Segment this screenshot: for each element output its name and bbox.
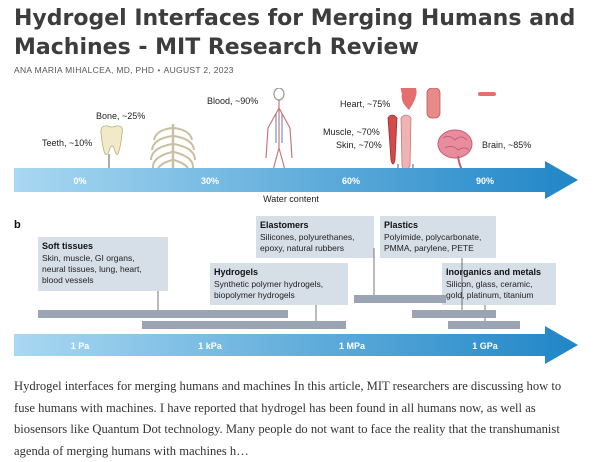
water-tick-30: 30% <box>201 176 219 186</box>
skin-icon <box>400 114 412 171</box>
modulus-tick-mpa: 1 MPa <box>339 341 366 351</box>
tooth-icon <box>100 125 123 155</box>
brain-icon <box>437 129 473 171</box>
elastomers-line-2: epoxy, natural rubbers <box>260 243 344 253</box>
organ-icon <box>426 88 441 119</box>
soft-tissues-line-3: blood vessels <box>42 275 94 285</box>
plastics-title: Plastics <box>384 220 418 230</box>
hydrogels-line-2: biopolymer hydrogels <box>214 290 295 300</box>
modulus-tick-kpa: 1 kPa <box>198 341 223 351</box>
modulus-panel: b Soft tissues Skin, muscle, GI organs, … <box>14 216 578 364</box>
label-brain: Brain, ~85% <box>482 140 531 150</box>
soft-tissues-line-2: neural tissues, lung, heart, <box>42 264 142 274</box>
inorganics-range-bar <box>448 321 520 329</box>
modulus-tick-gpa: 1 GPa <box>472 341 499 351</box>
inorganics-title: Inorganics and metals <box>446 267 541 277</box>
blood-vessels-illustration <box>265 88 293 171</box>
article-byline: ANA MARIA MIHALCEA, MD, PHD•AUGUST 2, 20… <box>14 65 234 75</box>
elastomers-box <box>256 216 374 258</box>
modulus-arrow <box>14 326 578 364</box>
inorganics-box <box>442 263 556 305</box>
modulus-tick-pa: 1 Pa <box>71 341 91 351</box>
figure-svg: Blood, ~90% Heart, ~75% Bone, ~25% Teeth… <box>14 88 578 364</box>
water-content-arrow <box>14 161 578 199</box>
inorganics-line-1: Silicon, glass, ceramic, <box>446 279 532 289</box>
soft-tissues-range-bar <box>38 310 288 318</box>
modulus-leader-lines <box>157 248 486 321</box>
inorganics-line-2: gold, platinum, titanium <box>446 290 533 300</box>
hydrogels-line-1: Synthetic polymer hydrogels, <box>214 279 323 289</box>
soft-tissues-title: Soft tissues <box>42 241 93 251</box>
plastics-line-2: PMMA, parylene, PETE <box>384 243 474 253</box>
organ-fragment-icon <box>478 92 496 96</box>
elastomers-line-1: Silicones, polyurethanes, <box>260 232 355 242</box>
label-blood: Blood, ~90% <box>207 96 258 106</box>
plastics-range-bar <box>412 310 496 318</box>
hydrogels-title: Hydrogels <box>214 267 258 277</box>
plastics-line-1: Polyimide, polycarbonate, <box>384 232 481 242</box>
soft-tissues-line-1: Skin, muscle, GI organs, <box>42 253 135 263</box>
ribcage-icon <box>150 124 196 173</box>
water-axis-label: Water content <box>263 194 319 204</box>
publish-date: AUGUST 2, 2023 <box>163 65 234 75</box>
byline-separator: • <box>157 65 161 75</box>
water-content-panel: Blood, ~90% Heart, ~75% Bone, ~25% Teeth… <box>14 88 578 204</box>
label-teeth: Teeth, ~10% <box>42 138 92 148</box>
muscle-icon <box>387 114 398 165</box>
label-heart: Heart, ~75% <box>340 99 390 109</box>
water-tick-60: 60% <box>342 176 360 186</box>
author-name[interactable]: ANA MARIA MIHALCEA, MD, PHD <box>14 65 155 75</box>
hydrogels-range-bar <box>142 321 346 329</box>
label-skin: Skin, ~70% <box>336 140 382 150</box>
article-excerpt: Hydrogel interfaces for merging humans a… <box>14 379 562 458</box>
hydrogels-box <box>210 263 348 305</box>
label-muscle: Muscle, ~70% <box>323 127 380 137</box>
article-title[interactable]: Hydrogel Interfaces for Merging Humans a… <box>14 6 576 60</box>
water-tick-90: 90% <box>476 176 494 186</box>
plastics-box <box>380 216 496 258</box>
heart-icon <box>400 88 417 110</box>
elastomers-range-bar <box>354 295 446 303</box>
soft-tissues-box <box>38 237 168 291</box>
label-bone: Bone, ~25% <box>96 111 145 121</box>
panel-label-b: b <box>14 219 21 231</box>
water-tick-0: 0% <box>73 176 86 186</box>
elastomers-title: Elastomers <box>260 220 309 230</box>
article-figure[interactable]: Blood, ~90% Heart, ~75% Bone, ~25% Teeth… <box>0 88 596 371</box>
